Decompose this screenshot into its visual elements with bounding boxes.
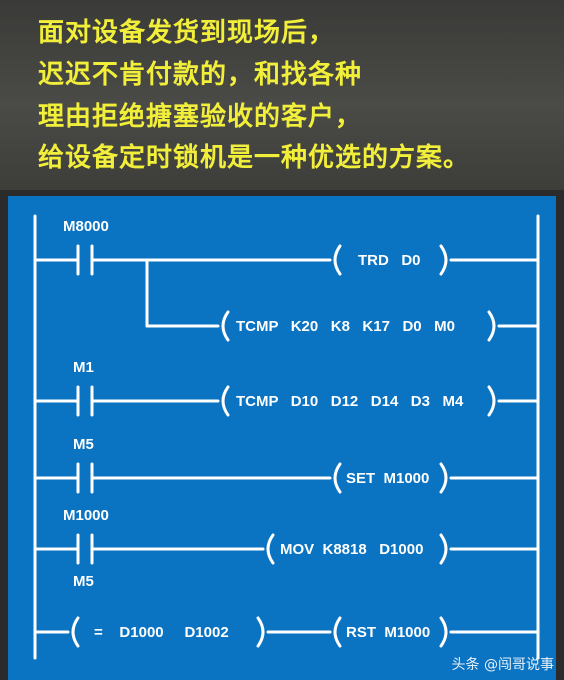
caption-line-4: 给设备定时锁机是一种优选的方案。 — [38, 143, 471, 173]
caption-banner: 面对设备发货到现场后， 迟迟不肯付款的，和找各种 理由拒绝搪塞验收的客户， 给设… — [0, 0, 564, 190]
instruction-tcmp-1: TCMP K20 K8 K17 D0 M0 — [236, 318, 455, 335]
instruction-mov: MOV K8818 D1000 — [280, 541, 423, 558]
caption-line-3: 理由拒绝搪塞验收的客户， — [38, 102, 363, 132]
contact-label-m1000: M1000 — [63, 507, 109, 524]
contact-label-m8000: M8000 — [63, 218, 109, 235]
contact-label-m1: M1 — [73, 359, 94, 376]
caption-line-2: 迟迟不肯付款的，和找各种 — [38, 60, 363, 90]
rung-5 — [33, 616, 540, 648]
instruction-set: SET M1000 — [346, 470, 429, 487]
rung-4 — [33, 533, 540, 565]
ladder-diagram-panel: M8000 M1 M5 M1000 M5 TRD D0 TCMP K20 K8 … — [8, 196, 556, 680]
watermark: 头条 @闯哥说事 — [451, 657, 554, 673]
contact-label-m5: M5 — [73, 436, 94, 453]
instruction-rst: RST M1000 — [346, 624, 430, 641]
rung-2 — [33, 385, 540, 417]
contact-label-m5-second: M5 — [73, 573, 94, 590]
rung-3 — [33, 462, 540, 494]
instruction-tcmp-2: TCMP D10 D12 D14 D3 M4 — [236, 393, 464, 410]
instruction-compare: = D1000 D1002 — [94, 624, 229, 641]
caption-line-1: 面对设备发货到现场后， — [38, 18, 336, 48]
instruction-trd: TRD D0 — [358, 252, 421, 269]
ladder-diagram: M8000 M1 M5 M1000 M5 TRD D0 TCMP K20 K8 … — [33, 214, 540, 660]
rung-1 — [33, 244, 540, 342]
